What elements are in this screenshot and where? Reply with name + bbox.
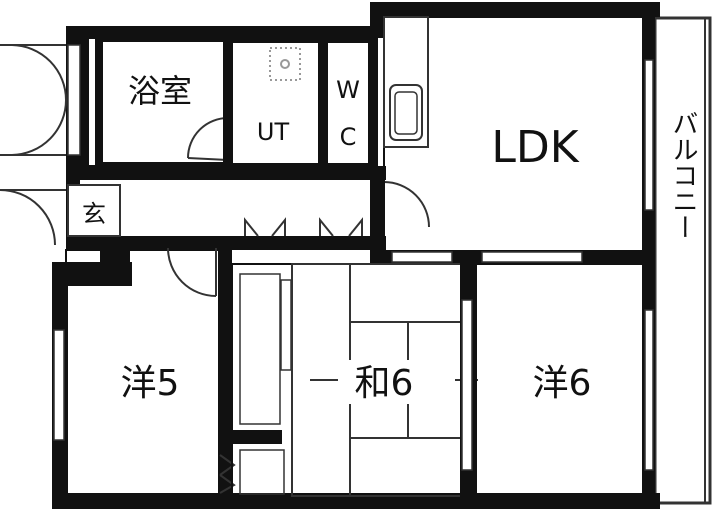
western5-room: 洋5 xyxy=(65,249,232,496)
ldk-label: LDK xyxy=(491,122,579,173)
ldk-sliding-doors[interactable] xyxy=(391,251,583,263)
japanese6-label: 和6 xyxy=(355,363,414,404)
bath-door[interactable] xyxy=(187,117,229,161)
western6-room: 洋6 xyxy=(475,263,644,495)
entrance-box: 玄 xyxy=(67,184,121,237)
western6-label: 洋6 xyxy=(533,363,592,404)
storage-door-left[interactable] xyxy=(0,44,67,156)
wc-room: W C xyxy=(318,33,378,173)
bathroom: 浴室 xyxy=(87,34,232,170)
ldk-room: LDK xyxy=(383,16,644,258)
western5-closet-door[interactable] xyxy=(219,454,236,494)
balcony xyxy=(653,16,712,505)
utility-room: UT xyxy=(223,33,328,173)
hallway xyxy=(80,180,386,236)
japanese6-label-bg: 和6 xyxy=(340,360,428,404)
balcony-label: バルコニー xyxy=(668,110,698,240)
left-windows xyxy=(53,44,654,471)
wc-label-c: C xyxy=(340,123,357,151)
hallway-doors[interactable] xyxy=(244,217,363,237)
western5-door[interactable] xyxy=(167,247,217,297)
western5-label: 洋5 xyxy=(121,363,180,404)
ldk-bottom-wall xyxy=(370,168,655,264)
wc-label-w: W xyxy=(336,76,360,104)
ut-label: UT xyxy=(257,118,290,146)
ldk-door[interactable] xyxy=(383,181,430,230)
partition-wall xyxy=(460,258,476,498)
balcony-label-group: バルコニー xyxy=(668,110,698,240)
entrance-label-2: 玄 xyxy=(82,200,106,228)
front-door[interactable] xyxy=(0,189,66,246)
bath-label: 浴室 xyxy=(128,72,192,110)
